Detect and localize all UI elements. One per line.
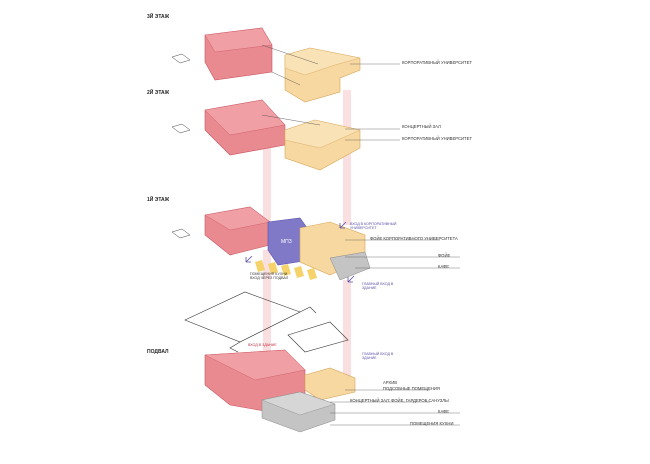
floor-2-ghost [171,123,191,134]
floor-1-ghost [171,228,191,239]
note-entrance-corp: ВХОД В КОРПОРАТИВНЫЙ УНИВЕРСИТЕТ [350,222,397,231]
note-service: ПОМЕЩЕНИЯ КУХНИ ВХОД ЧЕРЕЗ ПОДВАЛ [250,272,289,281]
label-kitchen-b: ПОМЕЩЕНИЯ КУХНИ [410,421,454,426]
note-main-entrance-b: ГЛАВНЫЙ ВХОД В ЗДАНИЕ [362,352,394,361]
basement-yellow-block [304,367,356,401]
floor-1 [171,206,371,283]
label-cafe-b: КАФЕ [438,409,450,414]
floor-3-ghost [171,53,191,64]
label-cafe-1: КАФЕ [438,264,450,269]
arrow-up-left-3 [339,221,347,229]
note-main-entrance-1: ГЛАВНЫЙ ВХОД В ЗДАНИЕ [362,282,394,291]
floor-2 [171,99,361,171]
vertical-connectors [263,90,351,380]
label-foyer-corp: ФОЙЕ КОРПОРАТИВНОГО УНИВЕРСИТЕТА [370,236,458,241]
entrance-stripes [255,260,317,280]
floor-3 [171,27,361,103]
label-mps: МПЗ [281,239,292,245]
label-concert-hall-2: КОНЦЕРТНЫЙ ЗАЛ [402,124,441,129]
floor-label-3: 3Й ЭТАЖ [147,14,170,20]
label-utility: ПОДСОБНЫЕ ПОМЕЩЕНИЯ [383,386,440,391]
label-concert-b: КОНЦЕРТНЫЙ ЗАЛ: ФОЙЕ, ГАРДЕРОБ,САНУЗЛЫ [350,398,449,403]
arrow-up-left-1 [245,255,253,263]
label-archive: АРХИВ [383,380,397,385]
floor-label-1: 1Й ЭТАЖ [147,197,170,203]
note-entrance-red: ВХОД В ЗДАНИЕ [248,343,277,347]
arrow-up-left-2 [347,275,355,283]
floor-label-2: 2Й ЭТАЖ [147,90,170,96]
label-foyer: ФОЙЕ [438,253,451,258]
outline-plates [184,291,349,353]
floor-label-basement: ПОДВАЛ [147,349,169,355]
label-corp-univ-3: КОРПОРАТИВНЫЙ УНИВЕРСИТЕТ [402,60,472,65]
leader-lines [330,63,460,426]
label-corp-univ-2: КОРПОРАТИВНЫЙ УНИВЕРСИТЕТ [402,136,472,141]
basement [204,349,356,433]
